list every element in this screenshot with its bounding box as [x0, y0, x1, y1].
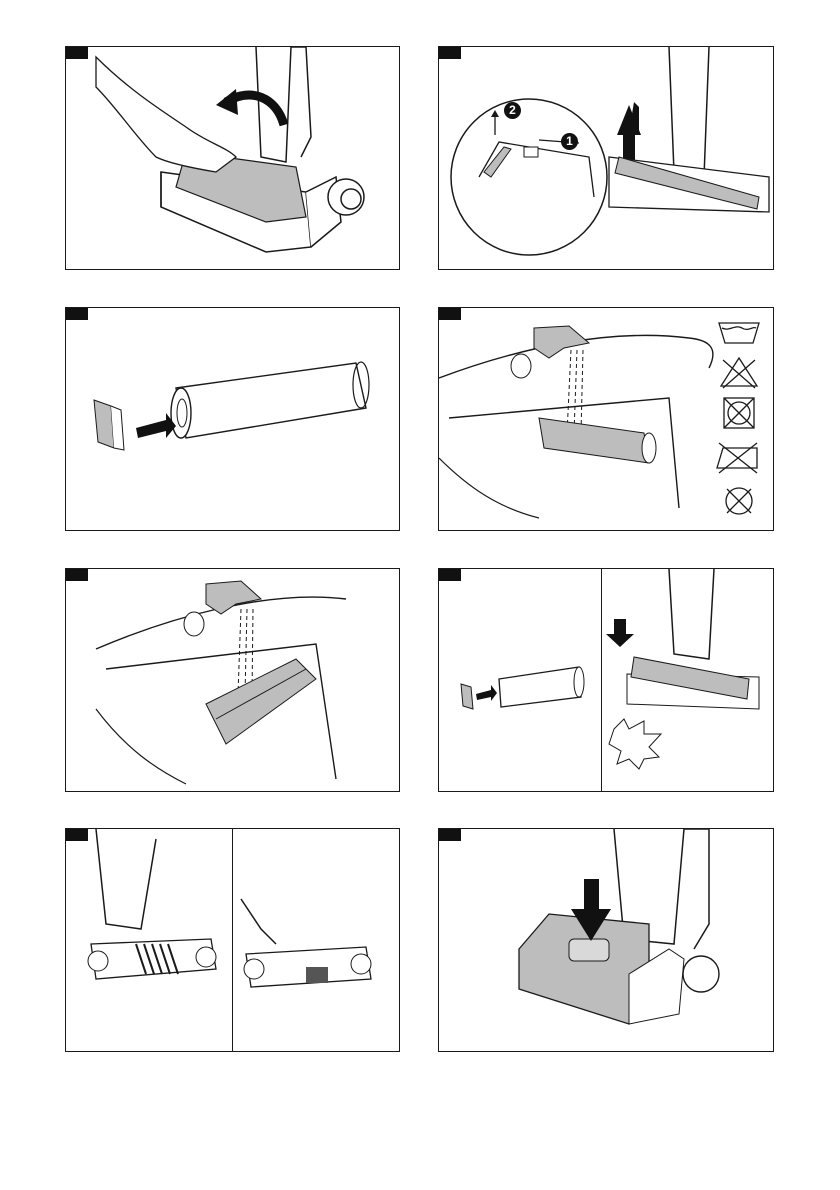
step-6-illustration — [439, 569, 774, 792]
press-down-arrow-icon — [606, 619, 634, 647]
detail-zoom-circle — [451, 99, 607, 255]
step-3-illustration — [66, 308, 400, 531]
step-2-panel: 2 1 — [438, 46, 774, 270]
step-7-illustration — [66, 829, 400, 1052]
step-1-panel — [65, 46, 400, 270]
step-7-panel — [65, 828, 400, 1052]
step-2-illustration — [439, 47, 774, 270]
insert-arrow-icon — [476, 685, 497, 701]
click-burst-icon — [609, 719, 661, 769]
pull-arrow-icon — [136, 413, 176, 438]
step-8-illustration — [439, 829, 774, 1052]
brush-roll-cylinder — [499, 667, 581, 707]
step-1-illustration — [66, 47, 400, 270]
cover-latch-shape — [569, 939, 609, 961]
hand-shape — [96, 57, 236, 172]
step-5-panel — [65, 568, 400, 792]
wet-brush-housing — [206, 659, 316, 744]
step-6-panel — [438, 568, 774, 792]
step-5-illustration — [66, 569, 400, 792]
step-3-panel — [65, 307, 400, 531]
step-8-panel — [438, 828, 774, 1052]
brush-insert-shape — [306, 967, 328, 983]
end-cap-shape — [94, 400, 114, 448]
callout-1: 1 — [561, 133, 578, 150]
wash-30-icon — [719, 323, 759, 343]
step-4-panel — [438, 307, 774, 531]
brush-roll-cylinder — [176, 363, 366, 438]
care-symbols — [439, 308, 774, 531]
callout-2: 2 — [504, 102, 521, 119]
